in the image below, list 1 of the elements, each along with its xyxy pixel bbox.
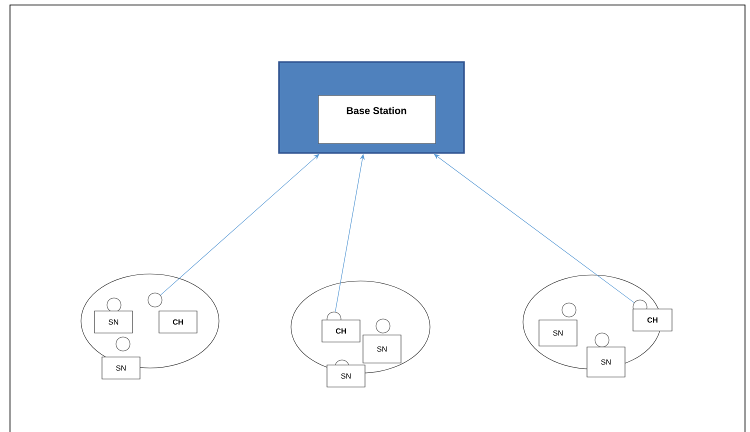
base-station-box: Base Station (278, 61, 465, 154)
